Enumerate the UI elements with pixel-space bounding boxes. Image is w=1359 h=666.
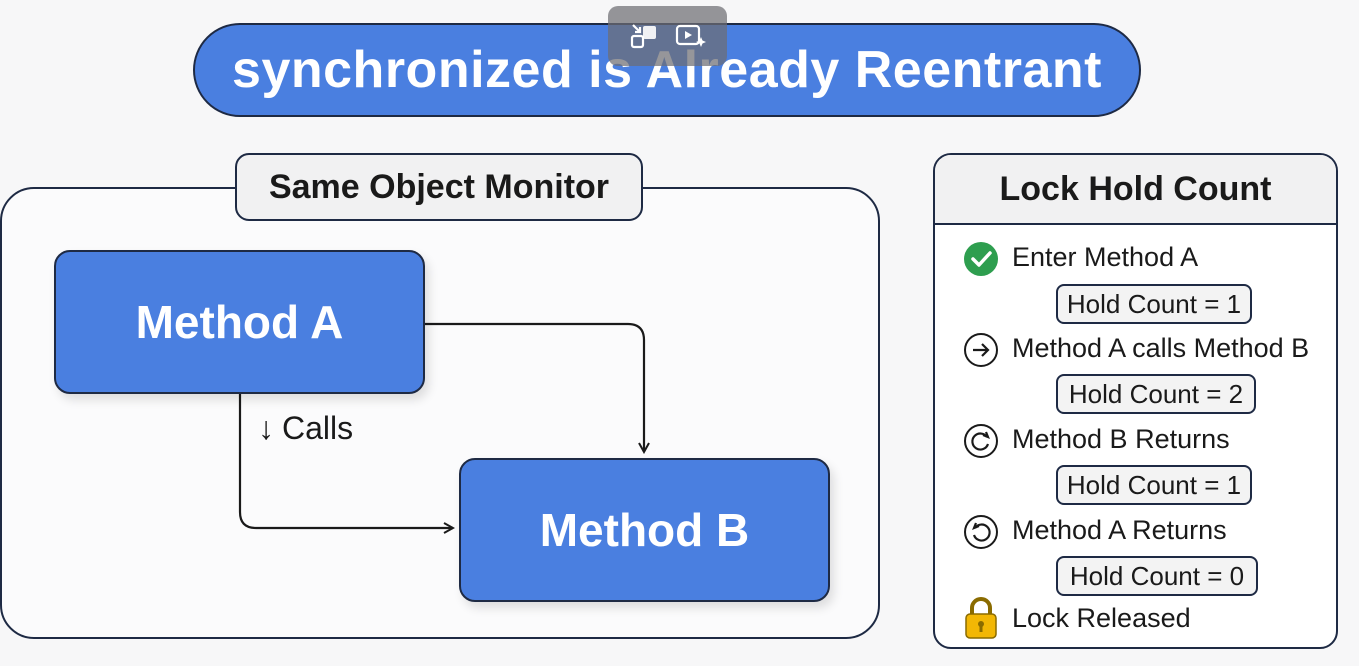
- lock-released-label: Lock Released: [1012, 603, 1191, 633]
- step-label: Enter Method A: [1012, 242, 1199, 272]
- undo-circle-icon: [963, 514, 999, 550]
- method-b-box: Method B: [459, 458, 830, 602]
- panel-title: Lock Hold Count: [935, 155, 1336, 225]
- video-sparkle-icon[interactable]: [674, 19, 708, 53]
- media-toolbar: [608, 6, 727, 66]
- arrow-a-to-b-top: [425, 322, 644, 452]
- picture-in-picture-icon[interactable]: [627, 19, 661, 53]
- down-arrow-icon: ↓: [258, 410, 274, 446]
- step-label: Method B Returns: [1012, 424, 1230, 454]
- arrow-a-to-b-side: [238, 394, 453, 528]
- check-circle-icon: [963, 241, 999, 277]
- step-label: Method A calls Method B: [1012, 333, 1310, 363]
- padlock-icon: [963, 596, 999, 640]
- redo-circle-icon: [963, 423, 999, 459]
- hold-count-badge: Hold Count = 0: [1056, 556, 1258, 596]
- monitor-label: Same Object Monitor: [235, 153, 643, 221]
- calls-text: Calls: [282, 410, 354, 446]
- calls-label: ↓ Calls: [258, 410, 353, 447]
- hold-count-badge: Hold Count = 1: [1056, 465, 1252, 505]
- hold-count-badge: Hold Count = 1: [1056, 284, 1252, 324]
- hold-count-badge: Hold Count = 2: [1056, 374, 1256, 414]
- arrow-right-circle-icon: [963, 332, 999, 368]
- method-a-box: Method A: [54, 250, 425, 394]
- step-label: Method A Returns: [1012, 515, 1227, 545]
